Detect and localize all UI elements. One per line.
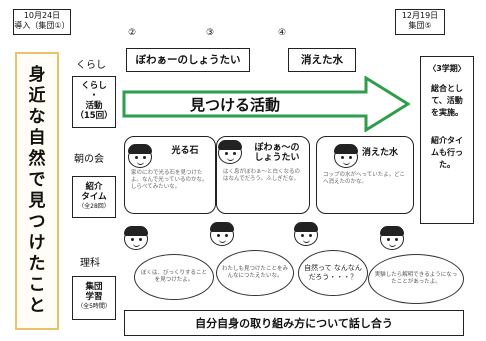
speech-bubble: 自然って なんなんだろう・・・？ bbox=[298, 250, 368, 296]
cat-line: 集団 bbox=[85, 282, 103, 292]
activity-title: ぼわぁ〜の しょうたい bbox=[254, 143, 300, 163]
activity-title: 光る石 bbox=[171, 146, 199, 156]
title-char: た bbox=[28, 254, 46, 274]
category-kurashi-activity: くらし ・ 活動 （15回） bbox=[72, 76, 116, 128]
row-label-asanokai: 朝の会 bbox=[74, 154, 104, 165]
right-line: て、活動 bbox=[431, 96, 463, 105]
row-label-rika: 理科 bbox=[80, 258, 100, 269]
activity-box-hikaru-ishi: 光る石 家のにわで光る石を見つけたよ。なんで光っているのかな。しらべてみたいな。 bbox=[124, 136, 216, 214]
activity-body: 家のにわで光る石を見つけたよ。なんで光っているのかな。しらべてみたいな。 bbox=[131, 170, 208, 190]
top-item-kieta-mizu: 消えた水 bbox=[288, 48, 356, 72]
end-date: 12月19日 bbox=[401, 11, 439, 20]
child-face-icon bbox=[128, 144, 152, 168]
vertical-title: 身 近 な 自 然 で 見 つ け た こ と bbox=[15, 52, 59, 330]
child-face-icon bbox=[124, 226, 148, 250]
category-group-learning: 集団 学習 （全5時間） bbox=[72, 276, 116, 320]
child-face-icon bbox=[210, 222, 234, 246]
cat-line: 学習 bbox=[85, 292, 103, 302]
title-char: 身 bbox=[28, 65, 46, 85]
cat-note: （全28回） bbox=[78, 203, 110, 210]
third-term-box: 〈3学期〉 総合とし て、活動 を実施。 紹介タイ ムも行っ た。 bbox=[420, 56, 474, 224]
child-face-icon bbox=[218, 140, 242, 164]
title-char: こ bbox=[28, 275, 46, 295]
arrow-label: 見つける活動 bbox=[190, 96, 281, 114]
cat-line: 紹介 bbox=[85, 182, 103, 192]
activity-title: 消えた水 bbox=[361, 148, 398, 158]
activity-body: はく息がぼわぁ〜と白くなるのはなんでだろう。ふしぎだな。 bbox=[223, 169, 301, 182]
activity-box-bowaa: ぼわぁ〜の しょうたい はく息がぼわぁ〜と白くなるのはなんでだろう。ふしぎだな。 bbox=[216, 136, 310, 214]
cat-line: 活動 bbox=[85, 101, 103, 111]
cat-line: くらし bbox=[81, 81, 107, 91]
start-tag: 10月24日 導入（集団①） bbox=[13, 9, 71, 35]
item-number-2: ② bbox=[128, 28, 137, 38]
item-number-4: ④ bbox=[278, 28, 287, 38]
arrow-shape bbox=[122, 76, 410, 132]
start-note: 導入（集団①） bbox=[14, 21, 70, 30]
item-number-3: ③ bbox=[206, 28, 215, 38]
child-face-icon bbox=[294, 222, 318, 246]
title-char: 然 bbox=[28, 149, 46, 169]
title-char: で bbox=[28, 170, 46, 190]
top-item-bowaa: ぼわぁーのしょうたい bbox=[126, 48, 250, 72]
title-char: つ bbox=[28, 212, 46, 232]
right-line: 〈3学期〉 bbox=[428, 64, 466, 73]
cat-line: タイム bbox=[81, 192, 107, 202]
end-note: 集団⑤ bbox=[408, 21, 432, 30]
row-label-kurashi: くらし bbox=[76, 60, 106, 71]
title-char: け bbox=[28, 233, 46, 253]
speech-bubble: わたしも見つけたことをみんなにつたえたいな。 bbox=[216, 250, 294, 296]
title-char: 自 bbox=[28, 128, 46, 148]
cat-line: （15回） bbox=[75, 111, 113, 121]
right-line: 総合とし bbox=[431, 84, 463, 93]
cat-line: ・ bbox=[89, 91, 99, 101]
cat-note: （全5時間） bbox=[77, 303, 111, 310]
right-line: た。 bbox=[439, 160, 455, 169]
title-char: と bbox=[28, 296, 46, 316]
speech-bubble: 実験したら解明できるようになったことがあったよ。 bbox=[368, 254, 464, 304]
speech-bubble: ぼくは、びっくりすることを見つけたよ。 bbox=[134, 254, 214, 300]
title-char: 見 bbox=[28, 191, 46, 211]
child-face-icon bbox=[334, 144, 358, 168]
child-face-icon bbox=[380, 226, 404, 250]
title-char: 近 bbox=[28, 86, 46, 106]
activity-box-kieta-mizu: 消えた水 コップの水がへっていたよ。どこへ消えたのかな。 bbox=[316, 136, 414, 214]
activity-body: コップの水がへっていたよ。どこへ消えたのかな。 bbox=[323, 172, 406, 185]
bottom-discussion-box: 自分自身の取り組み方について話し合う bbox=[124, 310, 464, 336]
category-intro-time: 紹介 タイム （全28回） bbox=[72, 176, 116, 218]
right-line: ムも行っ bbox=[431, 148, 463, 157]
end-tag: 12月19日 集団⑤ bbox=[395, 9, 445, 35]
right-line: 紹介タイ bbox=[431, 136, 463, 145]
right-line: を実施。 bbox=[431, 108, 463, 117]
start-date: 10月24日 bbox=[23, 11, 61, 20]
title-char: な bbox=[28, 107, 46, 127]
